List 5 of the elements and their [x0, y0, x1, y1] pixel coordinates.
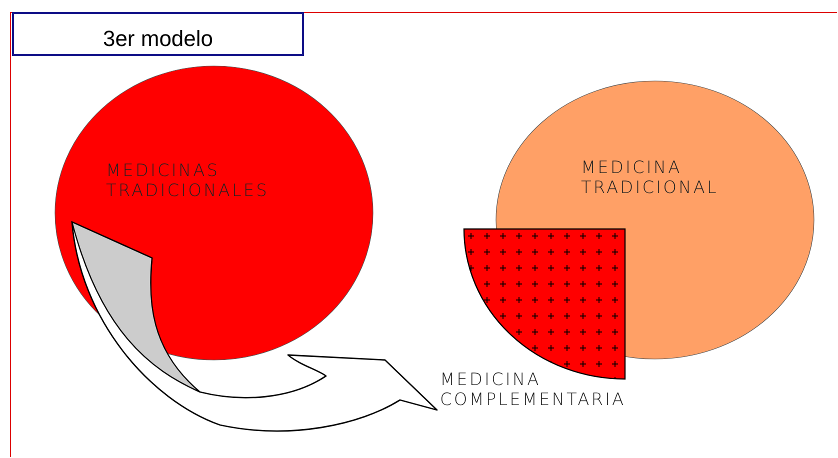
node-label: MEDICINA COMPLEMENTARIA: [440, 370, 627, 410]
node-label: MEDICINA TRADICIONAL: [581, 158, 720, 198]
circle-shape: [54, 65, 374, 361]
title-box: 3er modelo: [12, 12, 304, 56]
node-label: MEDICINAS TRADICIONALES: [106, 161, 270, 201]
